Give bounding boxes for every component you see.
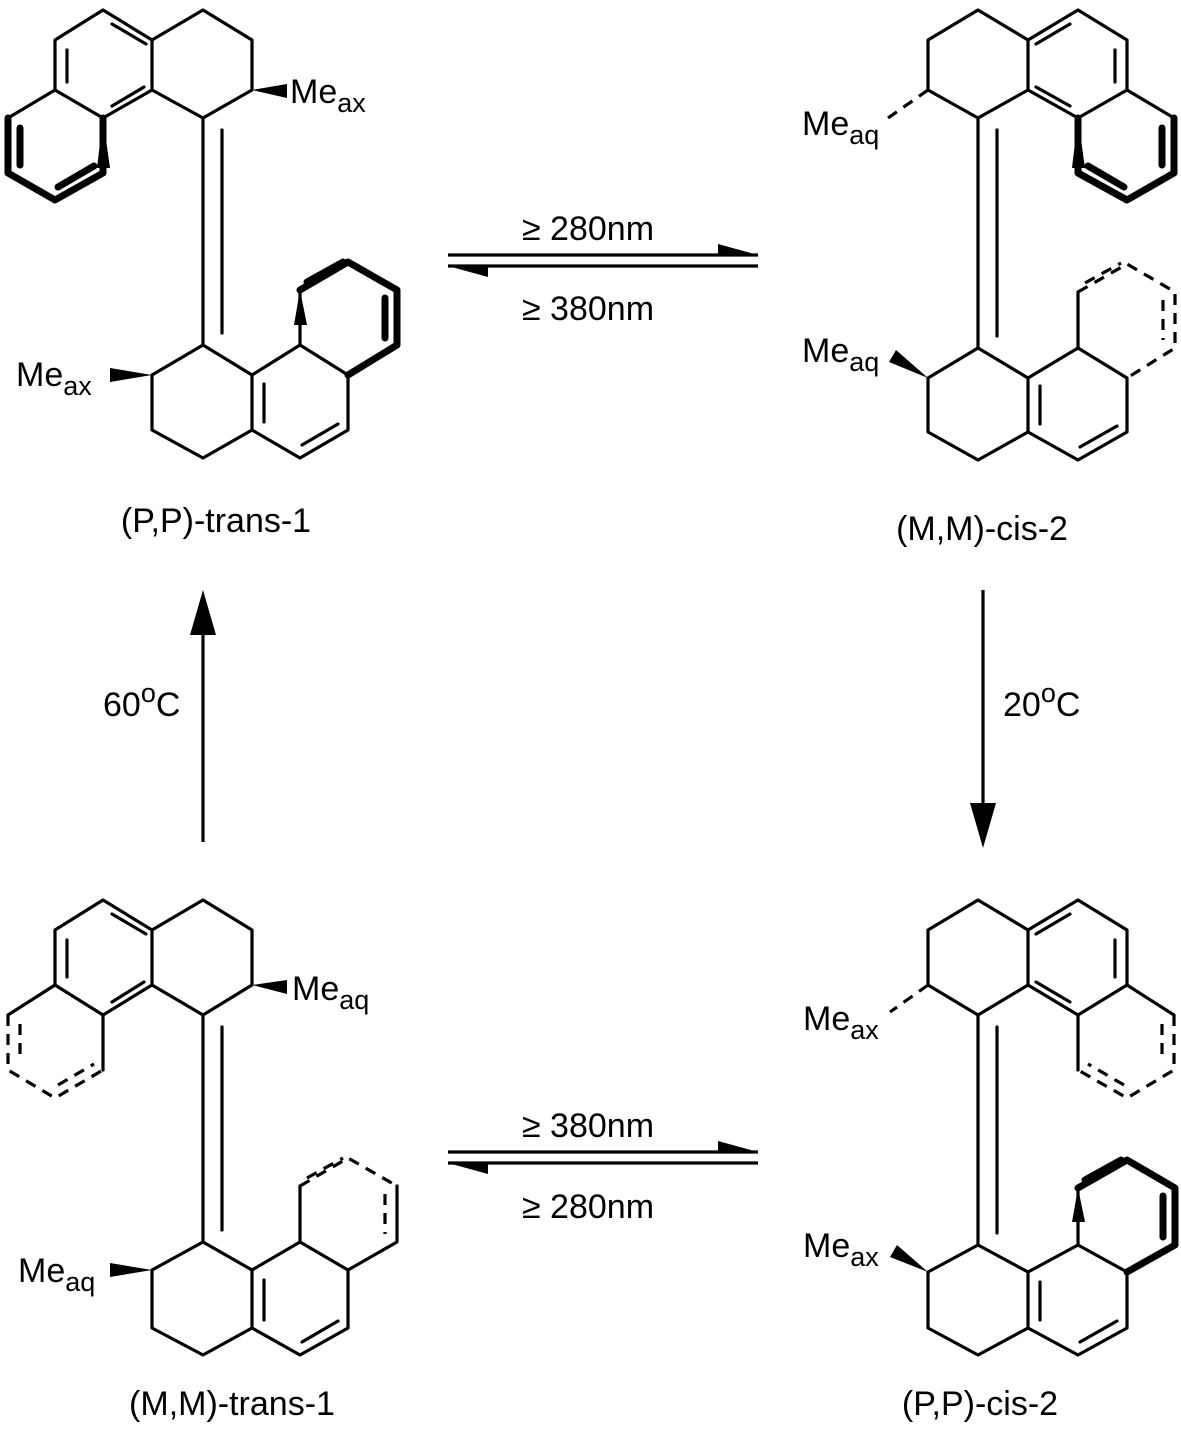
me-label: Meaq [802,105,879,150]
compound-name: (P,P)-cis-2 [902,1385,1058,1423]
equilibrium-arrow-top: ≥ 280nm ≥ 380nm [448,210,758,328]
equilibrium-arrow-bottom: ≥ 380nm ≥ 280nm [448,1107,758,1226]
me-label: Meax [803,1000,879,1045]
molecule-pp-trans-1: Meax Meax (P,P)-trans-1 [4,8,401,540]
temperature-label: 60oC [103,678,180,724]
me-label: Meaq [292,970,369,1015]
thermal-arrow-right: 20oC [970,590,1080,848]
condition-label: ≥ 280nm [522,1188,654,1226]
me-label: Meax [16,356,92,401]
me-label: Meaq [802,332,879,377]
compound-name: (M,M)-cis-2 [896,510,1068,548]
condition-label: ≥ 280nm [522,210,654,248]
me-label: Meaq [18,1252,95,1297]
thermal-arrow-left: 60oC [103,590,216,842]
compound-name: (P,P)-trans-1 [121,502,311,540]
me-label: Meax [803,1227,879,1272]
temperature-label: 20oC [1003,678,1080,724]
molecule-mm-cis-2: Meaq Meaq (M,M)-cis-2 [802,8,1178,548]
condition-label: ≥ 380nm [522,1107,654,1145]
molecule-pp-cis-2: Meax Meax (P,P)-cis-2 [803,898,1179,1423]
molecule-mm-trans-1: Meaq Meaq (M,M)-trans-1 [6,898,399,1423]
me-label: Meax [290,73,366,118]
compound-name: (M,M)-trans-1 [129,1385,335,1423]
condition-label: ≥ 380nm [522,290,654,328]
